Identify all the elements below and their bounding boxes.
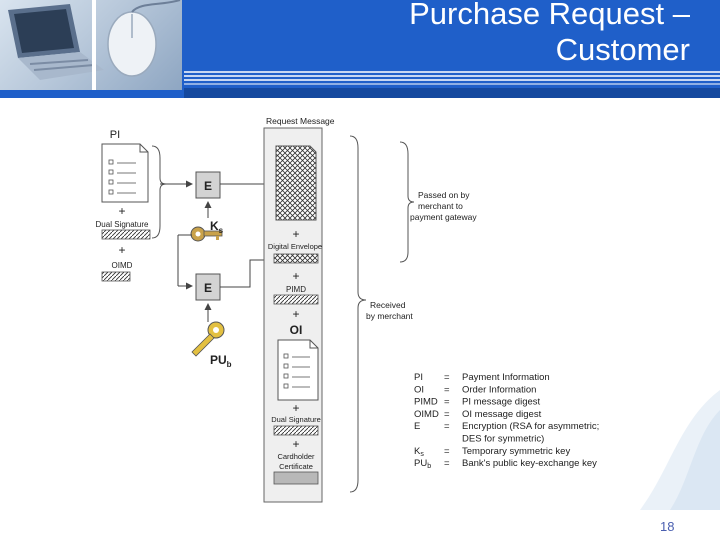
legend-abbr: PI (414, 372, 423, 383)
slide-title-line-2: Customer (555, 32, 690, 67)
oi-label: OI (290, 323, 303, 337)
plus-2: + (118, 243, 125, 257)
passed-on-label-1: Passed on by (418, 190, 470, 200)
header-rule-lines (184, 71, 720, 98)
dual-signature-label: Dual Signature (96, 220, 149, 229)
legend-description: DES for symmetric) (462, 434, 544, 445)
legend-equals: = (444, 458, 450, 469)
legend-abbr: Ks (414, 446, 424, 458)
oimd-label: OIMD (112, 261, 133, 270)
decorative-swoosh (640, 390, 720, 510)
legend-description: PI message digest (462, 397, 541, 408)
ks-label: Ks (210, 219, 224, 235)
legend-description: Order Information (462, 384, 536, 395)
legend-abbr: OI (414, 384, 424, 395)
cardholder-certificate-block (273, 471, 319, 485)
slide-title-line-1: Purchase Request – (409, 0, 690, 31)
ks-key-icon (190, 226, 223, 242)
passed-on-label-3: payment gateway (410, 212, 477, 222)
legend-equals: = (444, 421, 450, 432)
pub-key-icon (191, 321, 225, 357)
encrypt-box-2-label: E (204, 281, 212, 295)
plus-1: + (118, 204, 125, 218)
computer-mouse-photo (0, 0, 182, 90)
page-number: 18 (660, 519, 675, 534)
pimd-label: PIMD (286, 285, 306, 294)
dual-signature-block-2 (273, 425, 319, 436)
dual-signature-label-2: Dual Signature (271, 415, 321, 424)
received-label-1: Received (370, 300, 406, 310)
received-label-2: by merchant (366, 311, 413, 321)
encrypt-box-1 (195, 171, 221, 199)
received-brace (349, 135, 367, 493)
encrypt-box-1-label: E (204, 179, 212, 193)
legend-equals: = (444, 372, 450, 383)
legend-description: OI message digest (462, 409, 542, 420)
legend-description: Encryption (RSA for asymmetric; (462, 421, 599, 432)
pi-document-icon (101, 143, 149, 203)
cardholder-certificate-label-1: Cardholder (277, 452, 315, 461)
legend-equals: = (444, 409, 450, 420)
slide-title: Purchase Request – Customer (270, 0, 690, 68)
plus-6: + (292, 401, 299, 415)
dual-signature-block (101, 229, 151, 240)
legend-equals: = (444, 384, 450, 395)
legend-description: Bank's public key-exchange key (462, 458, 597, 469)
legend-equals: = (444, 397, 450, 408)
cardholder-certificate-label-2: Certificate (279, 462, 313, 471)
passed-on-brace (399, 141, 415, 263)
plus-4: + (292, 269, 299, 283)
encrypt-box-2 (195, 273, 221, 301)
legend-abbr: PUb (414, 458, 431, 470)
arrow-e2-to-envelope (220, 256, 275, 288)
digital-envelope-label: Digital Envelope (268, 242, 322, 251)
plus-7: + (292, 437, 299, 451)
digital-envelope-block (273, 253, 319, 264)
pub-label: PUb (210, 353, 232, 369)
left-brace (151, 145, 167, 239)
oimd-block (101, 271, 131, 282)
pimd-block (273, 294, 319, 305)
legend-abbr: OIMD (414, 409, 439, 420)
pi-label: PI (110, 129, 120, 141)
plus-5: + (292, 307, 299, 321)
slide-header: Purchase Request – Customer (0, 0, 720, 98)
legend-abbr: PIMD (414, 397, 438, 408)
encrypted-pi-document (275, 145, 317, 221)
plus-3: + (292, 227, 299, 241)
legend-description: Payment Information (462, 372, 550, 383)
purchase-request-diagram: PI + Dual Signature + OIMD E Ks E PUb R (96, 116, 599, 503)
legend-abbr: E (414, 421, 420, 432)
legend-description: Temporary symmetric key (462, 446, 570, 457)
request-message-label: Request Message (266, 116, 335, 126)
oi-document-icon (277, 339, 319, 401)
passed-on-label-2: merchant to (418, 201, 463, 211)
legend-equals: = (444, 446, 450, 457)
